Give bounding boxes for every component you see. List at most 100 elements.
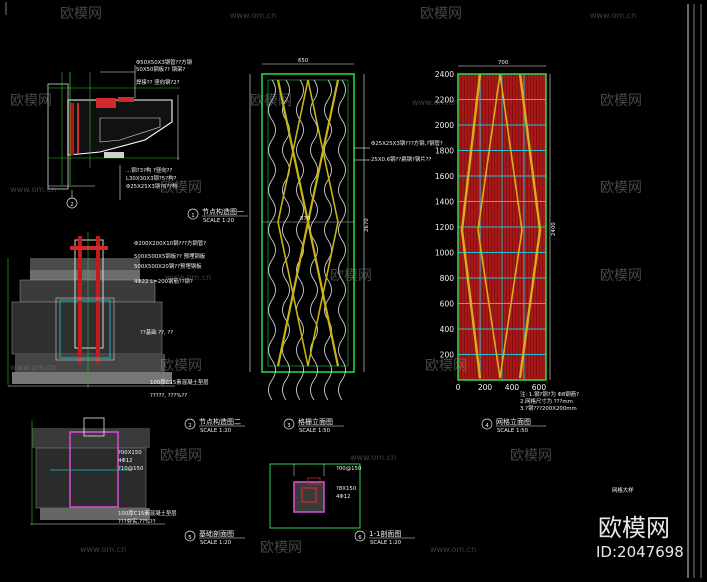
note: Φ25X25X3钢?6??构 (126, 182, 178, 190)
svg-text:5: 5 (188, 535, 191, 541)
detail-title: 1-1剖面图 (369, 529, 401, 538)
id-mark: 欧模网 ID:2047698 (596, 514, 684, 561)
watermark-url: www.om.cn (230, 11, 276, 20)
y-tick-label: 1600 (435, 172, 454, 181)
x-tick-label: 200 (478, 383, 493, 392)
note: 焊接?? 竖向钢?2? (136, 78, 180, 86)
detail-scale: SCALE 1:50 (497, 428, 529, 434)
watermark-brand: 欧模网 (160, 358, 202, 374)
watermark-brand: 欧模网 (420, 6, 462, 22)
watermark-brand: 欧模网 (600, 93, 642, 109)
watermark-brand: 欧模网 (330, 268, 372, 284)
y-tick-label: 1000 (435, 249, 454, 258)
note: 500X500X20钢??预埋钢板 (134, 262, 202, 270)
note: 25X0.6钢??扁钢?钢片?? (371, 155, 432, 163)
watermark-brand: 欧模网 (600, 268, 642, 284)
svg-text:6: 6 (358, 535, 362, 541)
svg-text:3: 3 (287, 423, 290, 429)
note: …钢?3?构 ?竖向?? (126, 166, 173, 174)
wave-fins (268, 79, 346, 401)
dimension-label: 870 (300, 216, 311, 222)
wave-fin (268, 79, 276, 401)
elevation-3-screen: 870 650 2670 3 (249, 58, 370, 430)
note: 4Φ12 (118, 458, 133, 464)
watermark-url: www.om.cn (412, 98, 458, 107)
detail-title: 网格立面图 (496, 417, 531, 426)
dimension-label: 650 (298, 58, 309, 64)
detail-title-6: 1-1剖面图 SCALE 1:20 (369, 529, 415, 546)
footer-label: 网格大样 (612, 486, 634, 494)
detail-1-notes: Φ50X50X3钢管??方钢 50X50钢板?? 钢架? 焊接?? 竖向钢?2?… (126, 58, 192, 190)
detail-scale: SCALE 1:20 (370, 540, 402, 546)
watermark-brand: 欧模网 (60, 6, 102, 22)
note: 2.网格尺寸为 ???mm (520, 397, 573, 405)
note: Φ50X50X3钢管??方钢 (136, 58, 192, 66)
wave-fin (324, 79, 332, 401)
note: 50X50钢板?? 钢架? (136, 65, 185, 73)
detail-2-notes: Φ200X200X10钢???方钢管? 500X500X5钢板?? 预埋钢板 5… (134, 239, 209, 399)
detail-scale: SCALE 1:20 (200, 540, 232, 546)
detail-title: 节点构造图二 (199, 417, 241, 426)
detail-5-notes: ?00X150 4Φ12 ?10@150 100厚C15素混凝土垫层 ???夯实… (118, 450, 177, 525)
note: ?10@150 (118, 466, 144, 472)
note: ?00@150 (336, 466, 362, 472)
watermark-url: www.om.cn (10, 363, 56, 372)
note: ??基础 ??, ?? (140, 328, 173, 336)
x-tick-label: 400 (505, 383, 520, 392)
detail-title-1: 1 节点构造图一 SCALE 1:20 (187, 207, 248, 224)
watermark-brand: 欧模网 (600, 180, 642, 196)
watermark-brand: 欧模网 (260, 540, 302, 556)
detail-6-notes: ?00@150 ?8X150 4Φ12 (336, 466, 362, 500)
detail-5-footing: 5 (30, 417, 196, 542)
detail-title-3: 格栅立面图 SCALE 1:50 (298, 417, 344, 434)
note: L30X30X3钢?5?构? (126, 174, 176, 182)
detail-title-4: 网格立面图 SCALE 1:50 (496, 417, 546, 434)
watermark-url: www.om.cn (350, 453, 396, 462)
watermark-brand: 欧模网 (510, 448, 552, 464)
detail-scale: SCALE 1:50 (299, 428, 331, 434)
y-tick-label: 600 (440, 300, 455, 309)
note: 4Φ22 L=200钢筋??钢? (134, 277, 193, 285)
watermarks: 欧模网 www.om.cn 欧模网 www.om.cn 欧模网 欧模网 www.… (10, 6, 642, 556)
detail-scale: SCALE 1:20 (203, 218, 235, 224)
x-tick-label: 600 (532, 383, 547, 392)
y-tick-label: 2200 (435, 96, 454, 105)
detail-1-node-drawing: 2 (47, 65, 180, 209)
note: 3.?钢???200X200mm (520, 404, 577, 412)
watermark-url: www.om.cn (430, 545, 476, 554)
detail-6-section: 6 (269, 463, 366, 542)
note: Φ200X200X10钢???方钢管? (134, 239, 206, 247)
detail-title: 基础剖面图 (199, 529, 234, 538)
note: Φ25X25X3钢???方钢,?钢管? (371, 139, 443, 147)
id-label: ID:2047698 (596, 543, 684, 561)
elevation-3-notes: Φ25X25X3钢???方钢,?钢管? 25X0.6钢??扁钢?钢片?? (371, 139, 443, 163)
dimension-label: 2400 (551, 222, 557, 236)
y-tick-label: 200 (440, 351, 455, 360)
detail-2-foundation-section: 2 (7, 232, 196, 430)
y-tick-label: 1200 (435, 223, 454, 232)
detail-title: 格栅立面图 (298, 417, 333, 426)
note: ?8X150 (336, 486, 357, 492)
wave-fin (310, 79, 318, 401)
watermark-url: www.om.cn (165, 273, 211, 282)
detail-title: 节点构造图一 (202, 207, 244, 216)
watermark-brand: 欧模网 (160, 180, 202, 196)
dimension-label: 700 (498, 60, 509, 66)
y-axis-ticks: 2004006008001000120014001600180020002200… (435, 70, 454, 360)
watermark-url: www.om.cn (590, 11, 636, 20)
svg-text:2: 2 (188, 423, 191, 429)
note: ?00X150 (118, 450, 142, 456)
note: ?????, ???%?? (150, 393, 187, 399)
x-tick-label: 0 (456, 383, 461, 392)
y-tick-label: 400 (440, 325, 455, 334)
note: 100厚C15素混凝土垫层 (118, 509, 177, 517)
note: 500X500X5钢板?? 预埋钢板 (134, 252, 206, 260)
watermark-brand: 欧模网 (160, 448, 202, 464)
elevation-4-notes: 注: 1.钢?钢?为 Φ8钢筋? 2.网格尺寸为 ???mm 3.?钢???20… (520, 390, 579, 412)
y-tick-label: 1800 (435, 147, 454, 156)
note: 100厚C15素混凝土垫层 (150, 378, 209, 386)
detail-title-2: 节点构造图二 SCALE 1:20 (199, 417, 245, 434)
elevation-4-grid: 700 2400 2004006008001000120014001600180… (435, 60, 557, 430)
y-tick-label: 2000 (435, 121, 454, 130)
